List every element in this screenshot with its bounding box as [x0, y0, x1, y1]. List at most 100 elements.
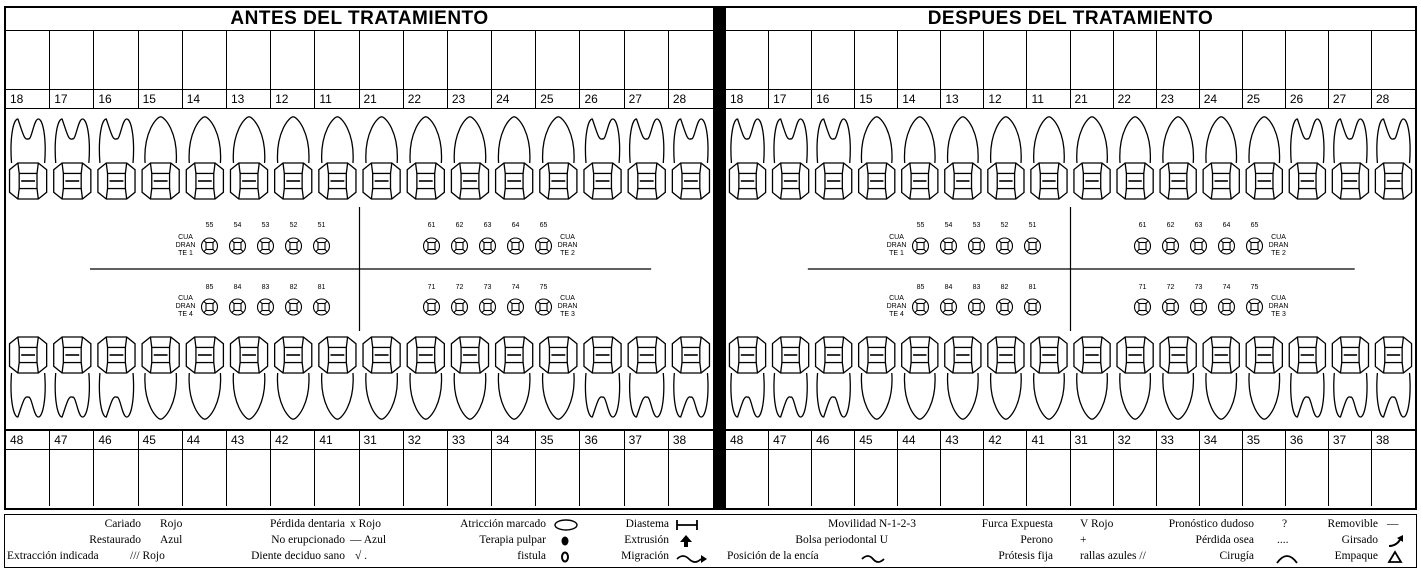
tooth[interactable] — [816, 337, 852, 417]
primary-tooth[interactable] — [1247, 299, 1263, 315]
primary-tooth[interactable] — [536, 299, 552, 315]
tooth[interactable] — [319, 117, 356, 199]
tooth[interactable] — [1246, 337, 1282, 419]
tooth[interactable] — [275, 117, 312, 199]
tooth[interactable] — [142, 337, 179, 419]
tooth[interactable] — [628, 337, 665, 417]
tooth[interactable] — [1289, 337, 1325, 417]
tooth[interactable] — [816, 119, 852, 199]
tooth[interactable] — [1074, 337, 1110, 419]
primary-tooth[interactable] — [480, 299, 496, 315]
primary-tooth[interactable] — [941, 299, 957, 315]
primary-tooth[interactable] — [1191, 238, 1207, 254]
tooth[interactable] — [1375, 337, 1411, 417]
primary-tooth[interactable] — [997, 238, 1013, 254]
tooth[interactable] — [1375, 119, 1411, 199]
primary-tooth[interactable] — [202, 238, 218, 254]
tooth[interactable] — [902, 337, 938, 419]
tooth[interactable] — [672, 337, 709, 417]
tooth[interactable] — [584, 337, 621, 417]
tooth[interactable] — [230, 117, 267, 199]
tooth[interactable] — [540, 117, 577, 199]
tooth[interactable] — [1289, 119, 1325, 199]
tooth[interactable] — [628, 119, 665, 199]
tooth[interactable] — [363, 337, 400, 419]
primary-tooth[interactable] — [230, 238, 246, 254]
primary-tooth[interactable] — [258, 238, 274, 254]
tooth[interactable] — [496, 117, 533, 199]
primary-tooth[interactable] — [230, 299, 246, 315]
primary-tooth[interactable] — [1163, 238, 1179, 254]
tooth[interactable] — [98, 119, 135, 199]
tooth[interactable] — [451, 337, 488, 419]
tooth[interactable] — [186, 337, 223, 419]
tooth[interactable] — [1031, 337, 1067, 419]
tooth[interactable] — [672, 119, 709, 199]
tooth[interactable] — [1332, 119, 1368, 199]
primary-tooth[interactable] — [913, 238, 929, 254]
primary-tooth[interactable] — [508, 299, 524, 315]
tooth[interactable] — [186, 117, 223, 199]
primary-tooth[interactable] — [314, 238, 330, 254]
primary-tooth[interactable] — [424, 299, 440, 315]
tooth[interactable] — [1117, 117, 1153, 199]
primary-tooth[interactable] — [997, 299, 1013, 315]
tooth[interactable] — [98, 337, 135, 417]
tooth[interactable] — [10, 337, 47, 417]
primary-tooth[interactable] — [1163, 299, 1179, 315]
tooth[interactable] — [1160, 117, 1196, 199]
primary-tooth[interactable] — [1191, 299, 1207, 315]
primary-tooth[interactable] — [452, 299, 468, 315]
primary-tooth[interactable] — [1135, 299, 1151, 315]
tooth[interactable] — [1203, 117, 1239, 199]
tooth[interactable] — [988, 117, 1024, 199]
primary-tooth[interactable] — [286, 238, 302, 254]
primary-tooth[interactable] — [1219, 299, 1235, 315]
tooth[interactable] — [275, 337, 312, 419]
primary-tooth[interactable] — [1025, 299, 1041, 315]
tooth[interactable] — [1203, 337, 1239, 419]
tooth[interactable] — [363, 117, 400, 199]
tooth[interactable] — [773, 337, 809, 417]
primary-tooth[interactable] — [286, 299, 302, 315]
primary-tooth[interactable] — [202, 299, 218, 315]
primary-tooth[interactable] — [1247, 238, 1263, 254]
tooth[interactable] — [729, 119, 765, 199]
primary-tooth[interactable] — [1219, 238, 1235, 254]
tooth[interactable] — [729, 337, 765, 417]
primary-tooth[interactable] — [1025, 238, 1041, 254]
primary-tooth[interactable] — [258, 299, 274, 315]
tooth[interactable] — [54, 119, 91, 199]
primary-tooth[interactable] — [1135, 238, 1151, 254]
tooth[interactable] — [451, 117, 488, 199]
tooth[interactable] — [945, 337, 981, 419]
tooth[interactable] — [1332, 337, 1368, 417]
tooth[interactable] — [540, 337, 577, 419]
primary-tooth[interactable] — [452, 238, 468, 254]
tooth[interactable] — [859, 337, 895, 419]
primary-tooth[interactable] — [314, 299, 330, 315]
primary-tooth[interactable] — [508, 238, 524, 254]
tooth[interactable] — [1074, 117, 1110, 199]
tooth[interactable] — [584, 119, 621, 199]
tooth[interactable] — [1031, 117, 1067, 199]
tooth[interactable] — [1117, 337, 1153, 419]
tooth[interactable] — [319, 337, 356, 419]
tooth[interactable] — [10, 119, 47, 199]
tooth[interactable] — [988, 337, 1024, 419]
tooth[interactable] — [902, 117, 938, 199]
tooth[interactable] — [54, 337, 91, 417]
tooth[interactable] — [1160, 337, 1196, 419]
tooth[interactable] — [142, 117, 179, 199]
primary-tooth[interactable] — [969, 299, 985, 315]
tooth[interactable] — [773, 119, 809, 199]
primary-tooth[interactable] — [424, 238, 440, 254]
tooth[interactable] — [945, 117, 981, 199]
primary-tooth[interactable] — [969, 238, 985, 254]
tooth[interactable] — [230, 337, 267, 419]
tooth[interactable] — [407, 117, 444, 199]
